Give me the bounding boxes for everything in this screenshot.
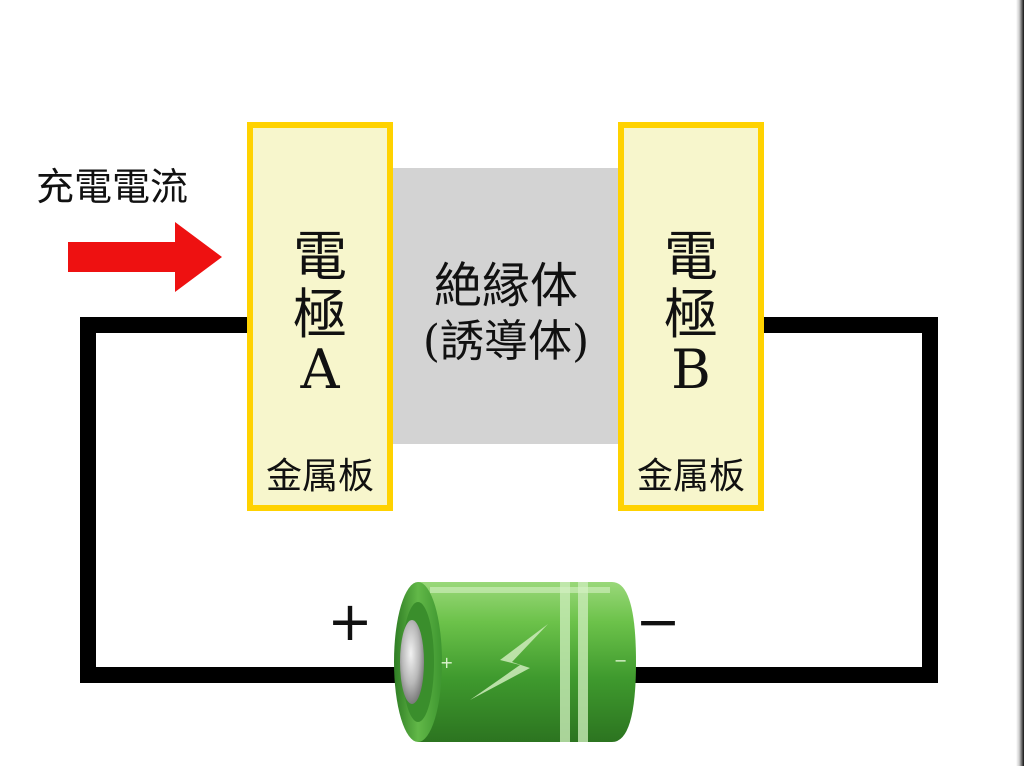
electrode-a-char2: 極 (293, 283, 347, 346)
electrode-a-letter: A (300, 338, 341, 401)
electrode-a-plate (247, 122, 393, 511)
battery-inner-minus: − (614, 651, 627, 670)
electrode-b-plate (618, 122, 764, 511)
insulator-sublabel: (誘導体) (423, 316, 589, 367)
insulator-block (393, 168, 619, 444)
battery-plus-sign: + (327, 590, 372, 653)
battery-inner-plus: + (440, 653, 453, 672)
electrode-b-char1: 電 (664, 225, 718, 288)
electrode-b-plate-label: 金属板 (637, 456, 745, 497)
electrode-b-char2: 極 (664, 283, 718, 346)
battery-minus-sign: − (635, 590, 680, 653)
lightning-bolt-icon (470, 624, 548, 700)
window-edge (1016, 0, 1024, 766)
electrode-a-plate-label: 金属板 (266, 456, 374, 497)
current-arrow-icon (68, 222, 222, 292)
battery-icon: + − (394, 582, 636, 742)
insulator-label: 絶縁体 (434, 258, 578, 314)
electrode-a-char1: 電 (293, 225, 347, 288)
charging-current-label: 充電電流 (36, 165, 188, 209)
electrode-b-letter: B (671, 338, 711, 401)
